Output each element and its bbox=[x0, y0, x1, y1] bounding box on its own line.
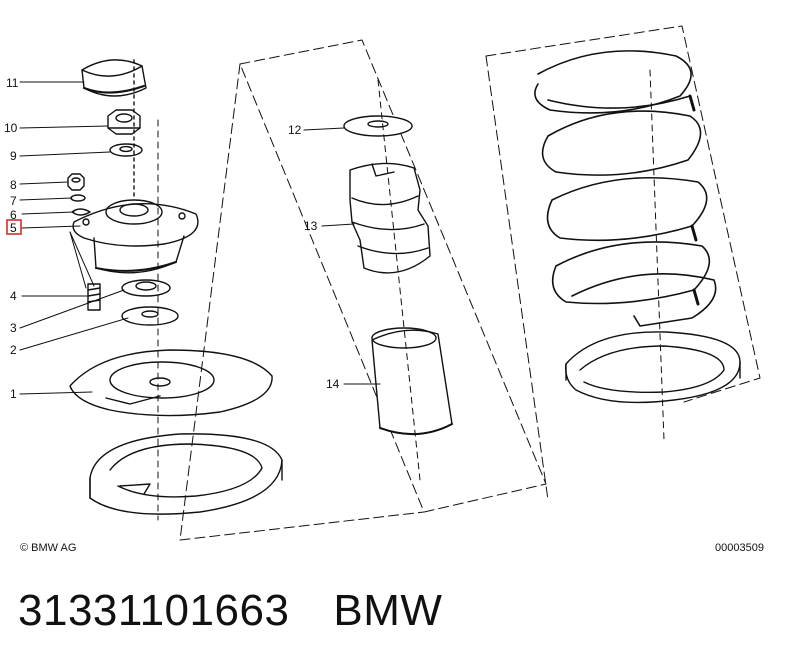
part-9-washer bbox=[109, 143, 143, 157]
part-8-nut bbox=[67, 173, 85, 191]
callout-7: 7 bbox=[10, 194, 17, 208]
callout-12: 12 bbox=[288, 123, 302, 137]
part-6-spring-washer bbox=[71, 208, 91, 216]
drawing-number: 00003509 bbox=[715, 542, 764, 554]
callout-5: 5 bbox=[10, 221, 17, 235]
part-13-bump-stop bbox=[349, 162, 431, 274]
callout-11: 11 bbox=[6, 76, 19, 90]
part-11-cap bbox=[81, 59, 147, 97]
part-number: 31331101663 bbox=[18, 586, 290, 635]
part-1-spring-seat bbox=[69, 349, 273, 417]
callout-8: 8 bbox=[10, 178, 17, 192]
part-12-washer bbox=[343, 115, 413, 137]
callout-13: 13 bbox=[304, 219, 318, 233]
exploded-parts-diagram: 11 10 9 8 7 6 5 4 3 2 1 12 13 14 bbox=[4, 25, 761, 541]
callout-14: 14 bbox=[326, 377, 340, 391]
callout-2: 2 bbox=[10, 343, 17, 357]
part-4-stud bbox=[87, 283, 101, 311]
part-10-nut bbox=[107, 109, 141, 135]
part-7-washer bbox=[70, 194, 86, 202]
copyright-notice: © BMW AG bbox=[20, 542, 77, 554]
part-3-bushing bbox=[121, 279, 171, 297]
part-2-washer bbox=[121, 306, 179, 326]
callout-3: 3 bbox=[10, 321, 17, 335]
part-info: 31331101663 BMW bbox=[18, 586, 442, 636]
callout-6: 6 bbox=[10, 208, 17, 222]
coil-spring bbox=[534, 50, 717, 327]
middle-group-frame bbox=[239, 39, 547, 513]
callout-9: 9 bbox=[10, 149, 17, 163]
right-group-frame bbox=[485, 25, 761, 403]
callout-1: 1 bbox=[10, 387, 17, 401]
part-14-dust-boot bbox=[371, 327, 453, 436]
callout-5-highlight-box bbox=[6, 219, 22, 235]
callout-10: 10 bbox=[4, 121, 18, 135]
brand-name: BMW bbox=[333, 586, 443, 635]
lower-spring-pad bbox=[565, 331, 741, 404]
leader-lines bbox=[19, 81, 381, 395]
callout-4: 4 bbox=[10, 289, 17, 303]
callout-labels: 11 10 9 8 7 6 5 4 3 2 1 12 13 14 bbox=[4, 76, 340, 401]
spring-rubber-ring bbox=[89, 433, 283, 515]
part-5-strut-mount bbox=[72, 59, 199, 274]
